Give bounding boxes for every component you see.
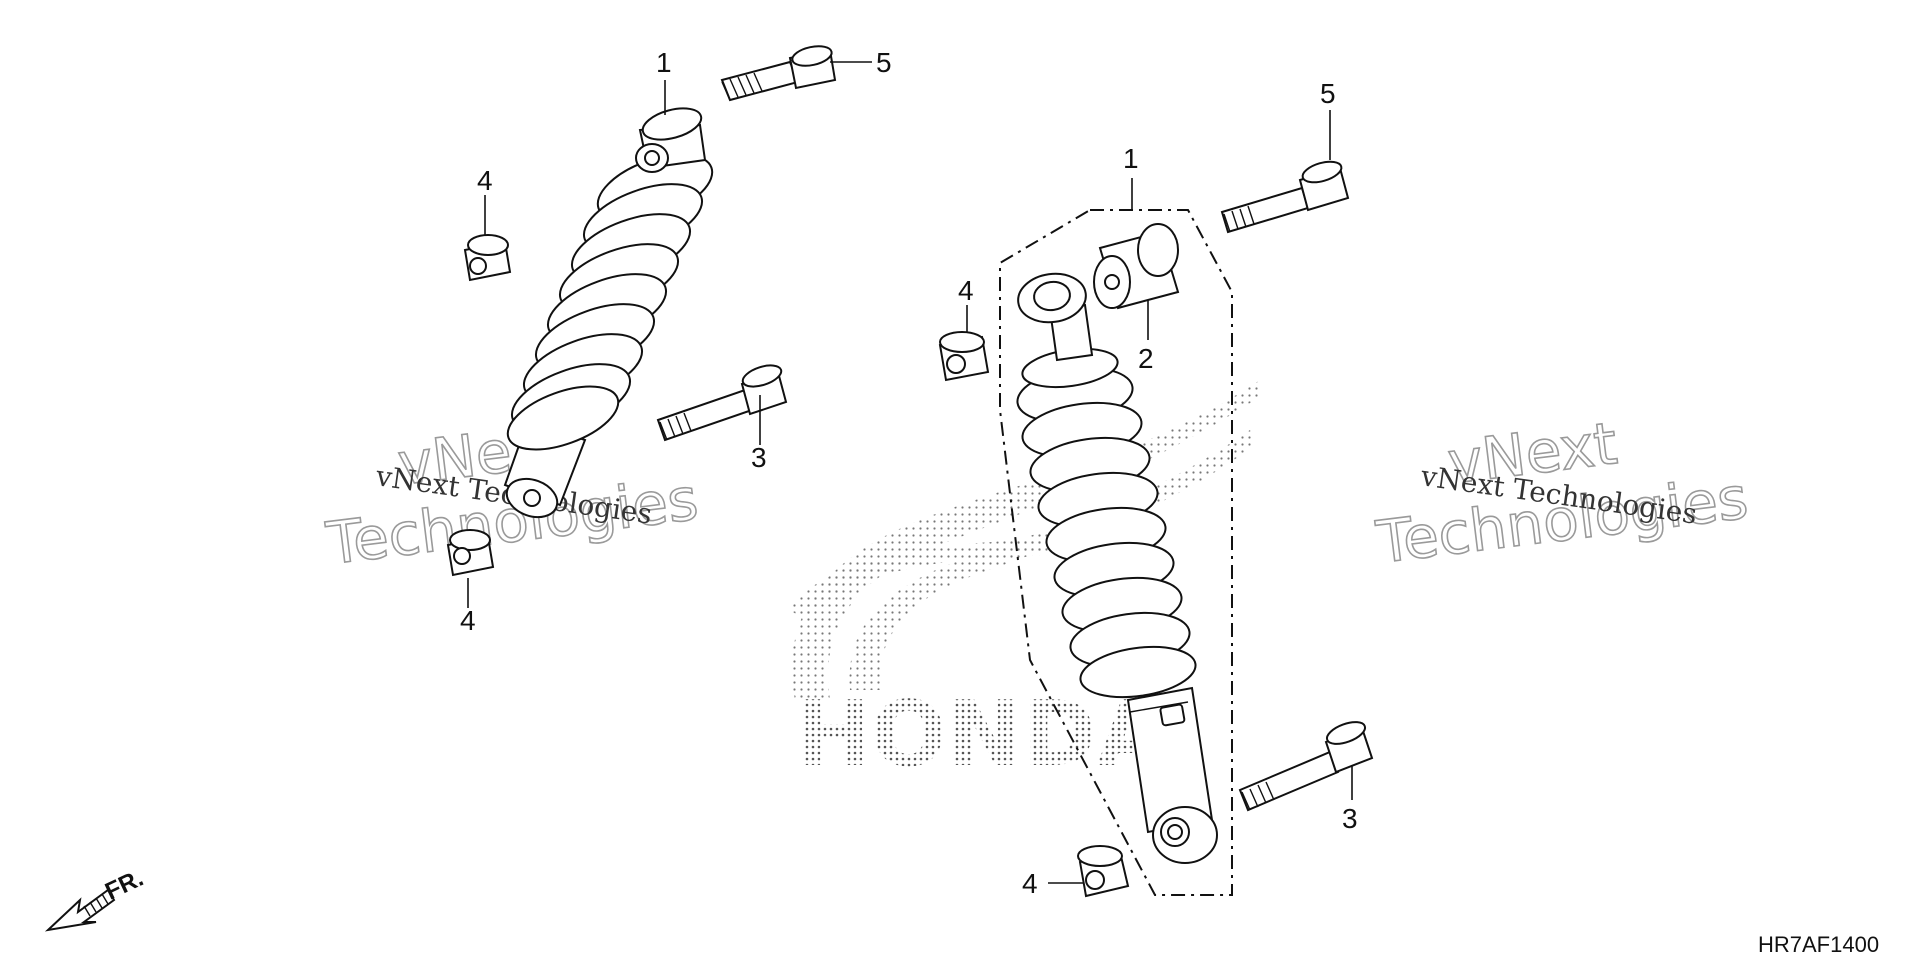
left-bolt-top — [720, 45, 837, 102]
callout-right-nut-bottom: 4 — [1022, 868, 1038, 899]
left-shock-absorber — [503, 107, 714, 519]
front-direction-arrow: FR. — [44, 865, 148, 932]
callout-left-nut-top: 4 — [477, 165, 493, 196]
left-nut-bottom — [446, 529, 495, 577]
callout-right-bolt-top: 5 — [1320, 78, 1336, 109]
left-nut-top — [463, 234, 512, 282]
left-leader-lines — [467, 61, 872, 608]
honda-logo-text: HONDA — [795, 682, 1167, 787]
right-assembly-boundary — [999, 209, 1233, 896]
callout-right-bolt-bottom: 3 — [1342, 803, 1358, 834]
callout-left-bolt-top: 5 — [876, 47, 892, 78]
callout-right-nut-top: 4 — [958, 275, 974, 306]
right-nut-top — [938, 331, 990, 382]
right-leader-lines — [966, 110, 1353, 884]
callout-right-bushing: 2 — [1138, 343, 1154, 374]
arrow-left-icon — [44, 888, 116, 932]
callout-left-nut-bottom: 4 — [460, 605, 476, 636]
diagram-code: HR7AF1400 — [1758, 932, 1879, 957]
right-nut-bottom — [1077, 845, 1130, 898]
right-bushing — [1093, 223, 1180, 310]
left-coil-spring — [506, 153, 714, 451]
right-bolt-bottom — [1238, 721, 1374, 812]
right-bolt-top — [1220, 160, 1350, 234]
left-bolt-mid — [656, 364, 788, 442]
callout-right-shock: 1 — [1123, 143, 1139, 174]
right-coil-spring — [1016, 367, 1197, 699]
callout-left-bolt-mid: 3 — [751, 442, 767, 473]
right-shock-absorber — [1016, 272, 1218, 864]
callout-left-shock: 1 — [656, 47, 672, 78]
